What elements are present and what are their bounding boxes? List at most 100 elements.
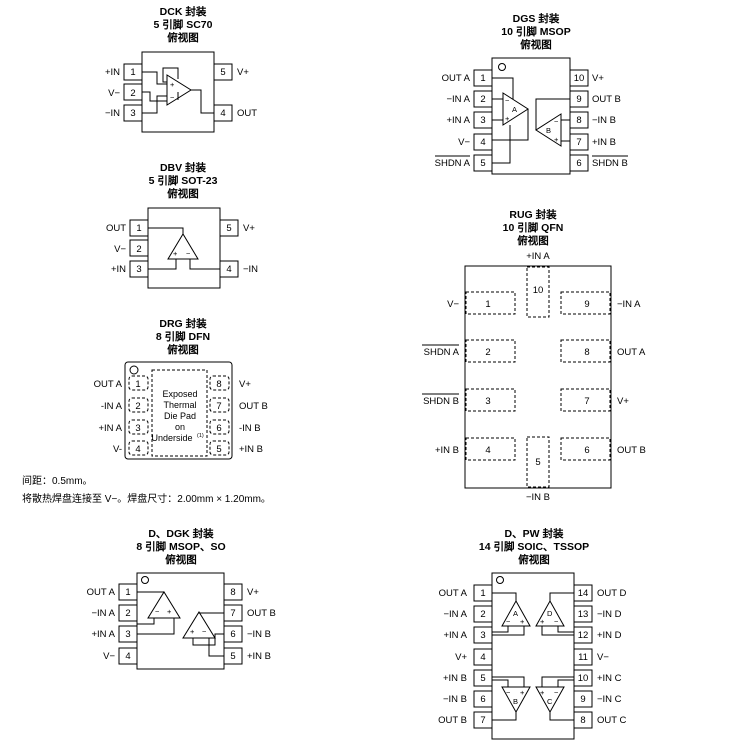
rug-title-line1: RUG 封装: [509, 208, 557, 221]
dgk-pin-label: OUT A: [87, 587, 116, 598]
pw-pin-label: −IN C: [597, 694, 622, 705]
drg-title-line2: 8 引脚 DFN: [156, 330, 210, 343]
pw-pin-num: 10: [578, 673, 589, 684]
dgs-amp-sign: +: [554, 135, 559, 144]
dgs-trace: [535, 98, 570, 130]
rug-title-line3: 俯视图: [517, 234, 549, 247]
pw-pin-label: OUT C: [597, 715, 627, 726]
drg-body: [124, 361, 233, 460]
pw-pin-num: 2: [480, 609, 485, 620]
pw-pin-label: OUT D: [597, 588, 627, 599]
dgs-amp-sign: +: [505, 114, 510, 123]
dbv-pin-num: 3: [136, 264, 141, 275]
drg-pin-label: +IN B: [239, 444, 263, 455]
rug-pin-label: +IN B: [435, 445, 459, 456]
dgs-amp-sign: −: [505, 96, 510, 105]
pw-pin-num: 4: [480, 652, 485, 663]
pw-pin-label: −IN A: [444, 609, 468, 620]
dgs-pin-num: 4: [480, 137, 485, 148]
pw-pin1-marker: [496, 576, 504, 584]
dgk-pin-label: V+: [247, 587, 259, 598]
dbv-title-line1: DBV 封装: [160, 161, 207, 174]
pw-pin-num: 12: [578, 630, 589, 641]
drg-pin-2: [128, 397, 149, 413]
dgs-op-amp-b: [535, 113, 562, 147]
pw-pin-num: 9: [580, 694, 585, 705]
dgs-title-line1: DGS 封装: [513, 12, 560, 25]
rug-pin-label: −IN B: [526, 492, 550, 503]
rug-pin-label: SHDN A: [424, 347, 460, 358]
drg-pad-text: on: [175, 422, 185, 432]
pw-trace: [541, 676, 574, 687]
dgs-pin1-marker: [498, 63, 506, 71]
pw-op-amp-d: [535, 599, 565, 627]
dgk-pin-4: [118, 647, 138, 665]
dck-pin-label: V−: [108, 88, 120, 99]
drg-pad-text: Thermal: [163, 400, 196, 410]
pw-pin-num: 8: [580, 715, 585, 726]
pw-pin-4: [473, 648, 493, 666]
drg-thermal-pad: [151, 369, 208, 457]
dck-trace: [142, 95, 167, 114]
pw-trace: [541, 626, 574, 636]
drg-pin-label: V-: [113, 444, 122, 455]
pw-pin-11: [573, 648, 593, 666]
dgs-pin-6: [569, 154, 589, 172]
dbv-amp-sign: +: [173, 249, 178, 258]
pw-pin-label: +IN A: [444, 630, 468, 641]
dbv-pin-label: V+: [243, 223, 255, 234]
dgk-pin-num: 1: [125, 587, 130, 598]
dgk-pin-label: +IN A: [92, 629, 116, 640]
drg-title-line1: DRG 封装: [159, 317, 207, 330]
dgs-pin-label: −IN A: [447, 94, 471, 105]
pw-pin-label: OUT B: [438, 715, 467, 726]
pw-pin-num: 5: [480, 673, 485, 684]
dgs-pin-label: V−: [458, 137, 470, 148]
pw-title-line2: 14 引脚 SOIC、TSSOP: [479, 540, 589, 553]
pw-pin-label: −IN B: [443, 694, 467, 705]
pw-trace: [492, 592, 517, 601]
pw-pin-num: 11: [578, 652, 588, 663]
rug-package: RUG 封装 10 引脚 QFN 俯视图 10 5 1 2 3 4 9 8 7 …: [422, 208, 646, 503]
drg-package: DRG 封装 8 引脚 DFN 俯视图 Exposed Thermal Die …: [22, 317, 271, 505]
pw-trace: [549, 592, 574, 601]
pw-pin-num: 1: [480, 588, 485, 599]
rug-pin-num: 2: [485, 347, 490, 358]
dgs-amp-name: A: [512, 105, 517, 114]
pw-amp-sign: −: [506, 688, 511, 697]
drg-pin-num: 2: [135, 401, 140, 412]
pw-body: [491, 572, 575, 740]
dck-pin-label: OUT: [237, 108, 257, 119]
pw-amp-sign: +: [520, 688, 525, 697]
dgk-op-amp-a: [147, 591, 181, 619]
drg-pin-6: [209, 419, 230, 435]
dck-title-line2: 5 引脚 SC70: [154, 18, 213, 31]
dgs-pin-label: SHDN B: [592, 158, 628, 169]
pw-amp-sign: +: [540, 617, 545, 626]
drg-pin-label: OUT B: [239, 401, 268, 412]
rug-pin-10: [526, 266, 550, 318]
pw-pin-label: V−: [597, 652, 609, 663]
dgs-pin-10: [569, 69, 589, 87]
drg-pin-1: [128, 375, 149, 391]
dgk-title-line2: 8 引脚 MSOP、SO: [136, 540, 225, 553]
drg-pin-num: 6: [216, 423, 221, 434]
dck-pin-num: 2: [130, 88, 135, 99]
dgk-trace: [137, 618, 175, 635]
drg-pin-5: [209, 440, 230, 456]
dck-amp-sign: +: [170, 80, 175, 89]
dck-pin-label: V+: [237, 67, 249, 78]
dgk-pin-num: 5: [230, 651, 235, 662]
dgk-amp-sign: −: [155, 607, 160, 616]
pw-pin-5: [473, 669, 493, 687]
dbv-pin-label: V−: [114, 244, 126, 255]
dgs-pin-label: SHDN A: [435, 158, 471, 169]
rug-pin-num: 8: [584, 347, 589, 358]
drg-pad-text: Die Pad: [164, 411, 196, 421]
rug-pin-8: [560, 339, 611, 363]
dbv-pin-num: 4: [226, 264, 231, 275]
rug-pin-4: [465, 437, 516, 461]
rug-pin-label: +IN A: [526, 251, 550, 262]
rug-pin-num: 6: [584, 445, 589, 456]
dck-pin-label: −IN: [105, 108, 120, 119]
